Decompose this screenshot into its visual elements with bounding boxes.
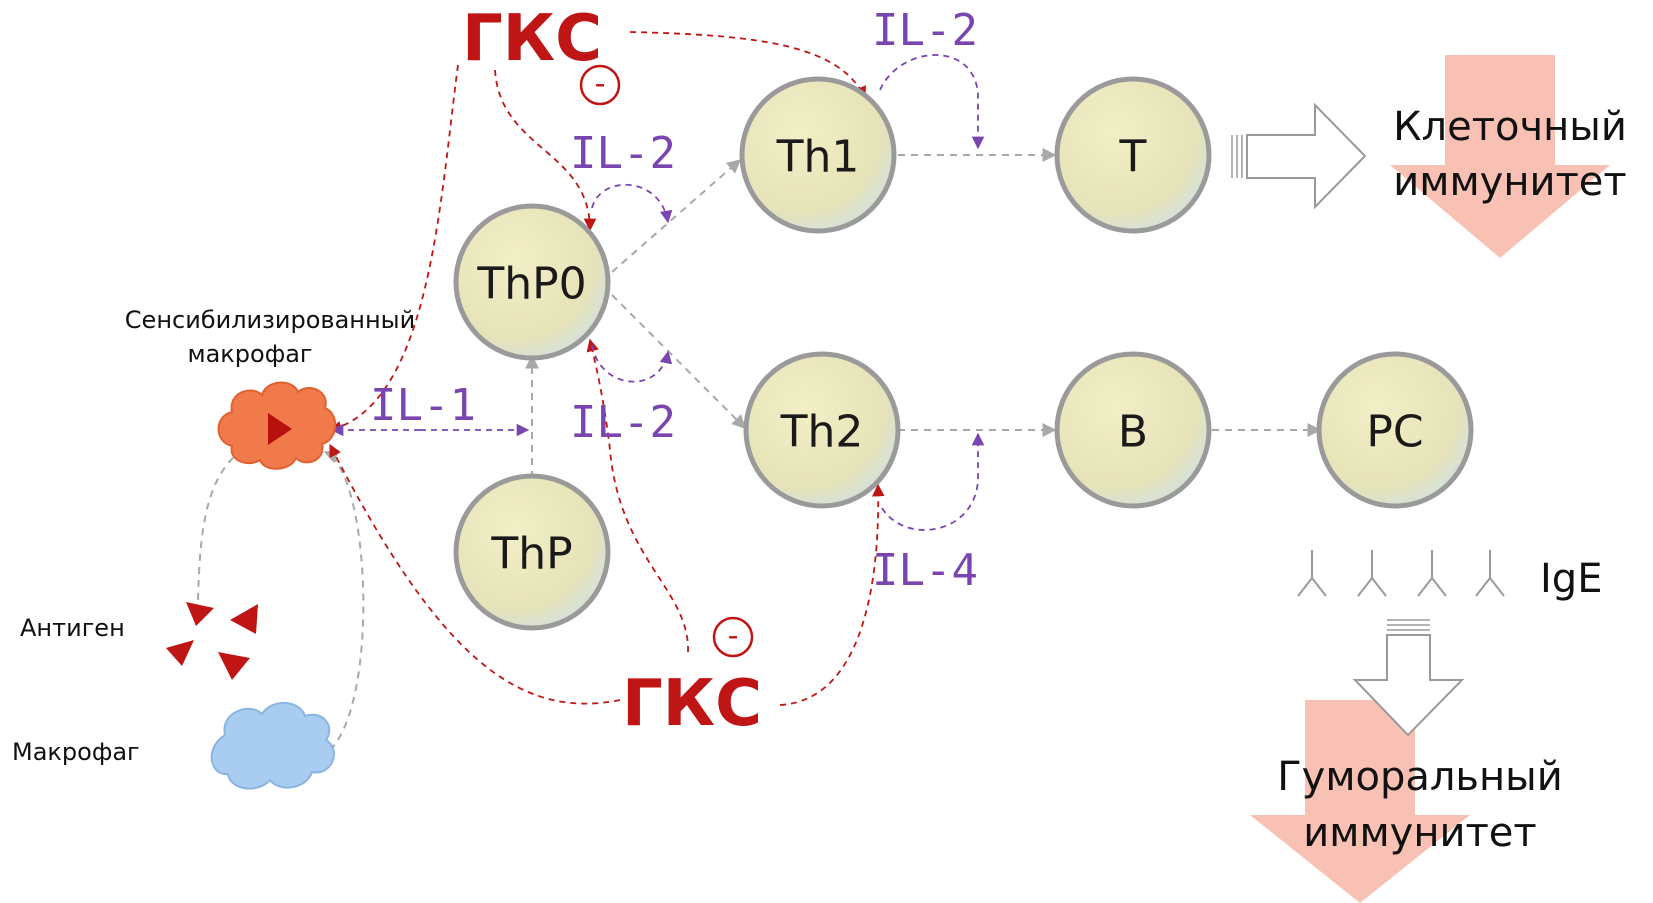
il2-thp0-lower-label: IL-2 [570,397,676,448]
il4-loop-th2 [881,432,985,531]
minus-bottom-text: - [728,619,739,654]
humoral-hollow-arrow [1352,619,1465,737]
cellular-hollow-arrow [1231,102,1367,210]
il2-loop-thp0-lower [591,344,673,383]
node-thp-label: ThP [490,529,572,580]
il1-label: IL-1 [370,380,476,431]
node-pc-label: PC [1366,407,1423,458]
sensitized-label-line2: макрофаг [187,340,312,368]
node-t-label: T [1119,132,1147,183]
il2-loop-th1 [879,54,985,150]
arrow-thp0-th1 [611,159,742,273]
gks-top-to-macrophage [328,64,459,434]
arrow-thp0-th2 [611,294,746,429]
node-t: T [1054,76,1212,234]
node-th2: Th2 [743,351,901,509]
node-thp: ThP [453,473,611,631]
node-pc: PC [1316,351,1474,509]
gks-bottom-to-thp0 [586,338,689,653]
node-b-label: B [1118,407,1148,458]
cellular-label-line1: Клеточный [1393,104,1627,150]
node-b: B [1054,351,1212,509]
il2-top-label: IL-2 [872,5,978,56]
ige-antibodies-icon [1297,550,1505,597]
minus-top-icon: - [579,64,621,106]
gks-top-label: ГКС [462,2,602,76]
il2-loop-thp0-upper [591,184,673,224]
cellular-label-line2: иммунитет [1393,159,1626,205]
gks-top-to-thp0 [494,69,597,232]
humoral-label-line1: Гуморальный [1277,754,1563,800]
node-thp0: ThP0 [453,203,611,361]
il2-thp0-upper-label: IL-2 [570,128,676,179]
macrophage-label: Макрофаг [12,738,140,766]
minus-bottom-icon: - [712,616,754,658]
gks-top-to-th1 [629,31,866,100]
macrophage-icon [210,702,335,790]
humoral-background-arrow [1250,700,1470,903]
minus-top-text: - [595,67,606,102]
antigen-label: Антиген [20,614,125,642]
arrow-macrophage-sensitized [323,450,365,751]
gks-bottom-to-th2 [779,483,885,706]
gks-bottom-label: ГКС [622,667,762,741]
node-th1-label: Th1 [776,132,860,183]
ige-label: IgE [1540,556,1602,602]
arrow-antigen-macrophage [197,444,252,601]
sensitized-macrophage-icon [217,381,337,470]
antigen-icon [166,602,258,680]
node-th1: Th1 [739,76,897,234]
sensitized-label-line1: Сенсибилизированный [125,306,415,334]
node-th2-label: Th2 [780,407,864,458]
cellular-background-arrow [1390,55,1610,258]
node-thp0-label: ThP0 [476,259,586,310]
il4-label: IL-4 [872,545,978,596]
humoral-label-line2: иммунитет [1303,810,1536,856]
